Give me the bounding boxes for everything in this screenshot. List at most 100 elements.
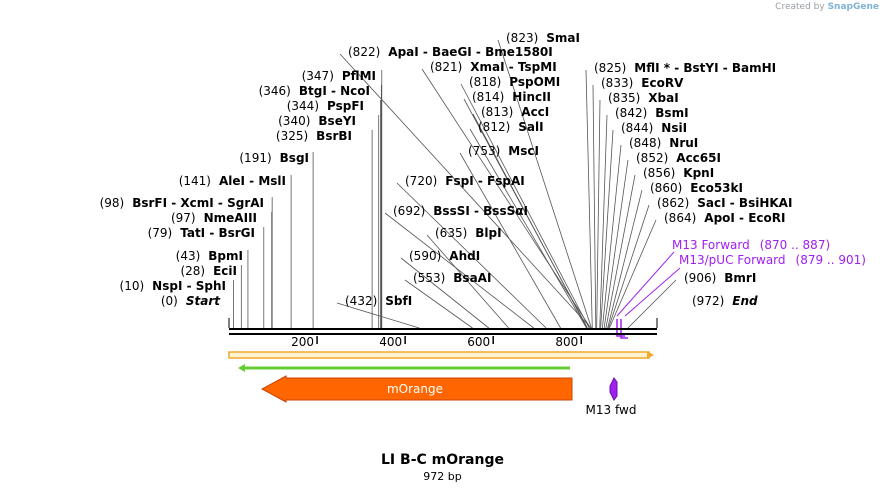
enzyme-name: NspI - SphI bbox=[152, 279, 226, 293]
enzyme-site-position: (590) bbox=[409, 249, 441, 263]
enzyme-name: NsiI bbox=[661, 121, 687, 135]
enzyme-label[interactable]: (344)PspFI bbox=[287, 99, 364, 113]
map-title: LI B-C mOrange bbox=[381, 452, 504, 468]
enzyme-site-position: (347) bbox=[302, 69, 334, 83]
enzyme-site-position: (692) bbox=[393, 204, 425, 218]
enzyme-name: BsrFI - XcmI - SgrAI bbox=[132, 196, 264, 210]
enzyme-line bbox=[609, 219, 657, 329]
enzyme-label[interactable]: (906)BmrI bbox=[684, 271, 756, 285]
enzyme-label[interactable]: (825)MflI * - BstYI - BamHI bbox=[594, 61, 776, 75]
enzyme-line bbox=[404, 279, 473, 329]
enzyme-label[interactable]: (813)AccI bbox=[481, 105, 549, 119]
enzyme-site-position: (79) bbox=[148, 226, 173, 240]
morange-label: mOrange bbox=[387, 382, 443, 396]
primer-marker[interactable] bbox=[620, 319, 628, 339]
enzyme-site-position: (848) bbox=[629, 136, 661, 150]
enzyme-label[interactable]: (98)BsrFI - XcmI - SgrAI bbox=[100, 196, 264, 210]
m13-fwd-marker[interactable] bbox=[609, 377, 618, 401]
enzyme-label[interactable]: (720)FspI - FspAI bbox=[405, 174, 525, 188]
enzyme-label[interactable]: (0)Start bbox=[161, 294, 221, 308]
enzyme-label[interactable]: (692) BssSI - BssSαI bbox=[393, 204, 528, 218]
enzyme-name: BtgI - NcoI bbox=[299, 84, 370, 98]
enzyme-label[interactable]: (590)AhdI bbox=[409, 249, 480, 263]
enzyme-name: NruI bbox=[669, 136, 698, 150]
ruler-tick-label: 400 bbox=[379, 335, 402, 349]
enzyme-label[interactable]: (812)SalI bbox=[478, 120, 544, 134]
enzyme-site-position: (814) bbox=[472, 90, 504, 104]
enzyme-label[interactable]: (141) AleI - MslI bbox=[179, 174, 286, 188]
credit: Created by SnapGene bbox=[775, 2, 879, 12]
snapgene-logo: SnapGene bbox=[827, 2, 879, 12]
enzyme-label[interactable]: (553)BsaAI bbox=[413, 271, 491, 285]
feature-morange[interactable]: mOrange bbox=[260, 375, 573, 403]
enzyme-site-position: (344) bbox=[287, 99, 319, 113]
enzyme-label[interactable]: (635)BlpI bbox=[435, 226, 502, 240]
enzyme-label[interactable]: (432)SbfI bbox=[345, 294, 412, 308]
enzyme-label[interactable]: (28)EciI bbox=[180, 264, 237, 278]
enzyme-labels: (0)Start(10)NspI - SphI(28)EciI(43)BpmI(… bbox=[100, 31, 793, 308]
enzyme-label[interactable]: (860)Eco53kI bbox=[650, 181, 743, 195]
primer-label-m13-puc-forward[interactable]: M13/pUC Forward(879 .. 901) bbox=[679, 253, 866, 267]
enzyme-line bbox=[627, 279, 677, 329]
enzyme-name: BlpI bbox=[475, 226, 501, 240]
enzyme-name: XmaI - TspMI bbox=[470, 60, 556, 74]
enzyme-label[interactable]: (821)XmaI - TspMI bbox=[430, 60, 557, 74]
feature-m13-fwd[interactable]: M13 fwd bbox=[586, 377, 637, 417]
enzyme-label[interactable]: (864)ApoI - EcoRI bbox=[664, 211, 785, 225]
enzyme-line bbox=[602, 144, 622, 329]
enzyme-label[interactable]: (822)ApaI - BaeGI - Bme1580I bbox=[348, 45, 553, 59]
enzyme-label[interactable]: (856)KpnI bbox=[643, 166, 714, 180]
enzyme-label[interactable]: (346)BtgI - NcoI bbox=[259, 84, 370, 98]
enzyme-label[interactable]: (753)MscI bbox=[468, 144, 539, 158]
enzyme-line bbox=[596, 99, 601, 329]
enzyme-line bbox=[603, 159, 629, 329]
enzyme-label[interactable]: (844)NsiI bbox=[621, 121, 687, 135]
enzyme-label[interactable]: (818)PspOMI bbox=[469, 75, 560, 89]
enzyme-label[interactable]: (848) NruI bbox=[629, 136, 698, 150]
enzyme-name: SalI bbox=[518, 120, 543, 134]
enzyme-label[interactable]: (347)PflMI bbox=[302, 69, 376, 83]
enzyme-label[interactable]: (823)SmaI bbox=[506, 31, 580, 45]
enzyme-label[interactable]: (972)End bbox=[692, 294, 758, 308]
enzyme-line bbox=[400, 257, 490, 329]
primer-marker[interactable] bbox=[616, 319, 625, 337]
enzyme-line bbox=[460, 83, 590, 329]
enzyme-label[interactable]: (43)BpmI bbox=[176, 249, 243, 263]
enzyme-label[interactable]: (340)BseYI bbox=[278, 114, 356, 128]
enzyme-name: Start bbox=[186, 294, 221, 308]
enzyme-name: AleI - MslI bbox=[219, 174, 286, 188]
enzyme-site-position: (720) bbox=[405, 174, 437, 188]
orf-band[interactable] bbox=[228, 351, 654, 372]
enzyme-name: BssSI - BssSαI bbox=[433, 204, 528, 218]
enzyme-label[interactable]: (79) TatI - BsrGI bbox=[148, 226, 255, 240]
enzyme-label[interactable]: (833)EcoRV bbox=[601, 76, 684, 90]
enzyme-label[interactable]: (842)BsmI bbox=[615, 106, 689, 120]
enzyme-label[interactable]: (835)XbaI bbox=[608, 91, 679, 105]
enzyme-connector-lines bbox=[228, 39, 677, 329]
enzyme-name: BsaAI bbox=[453, 271, 491, 285]
primer-label-m13-forward[interactable]: M13 Forward(870 .. 887) bbox=[672, 238, 830, 252]
enzyme-name: PspOMI bbox=[509, 75, 560, 89]
enzyme-label[interactable]: (97)NmeAIII bbox=[171, 211, 257, 225]
enzyme-label[interactable]: (325)BsrBI bbox=[276, 129, 352, 143]
enzyme-label[interactable]: (814)HincII bbox=[472, 90, 551, 104]
dna-strands bbox=[229, 328, 657, 335]
enzyme-label[interactable]: (10) NspI - SphI bbox=[120, 279, 226, 293]
enzyme-label[interactable]: (852)Acc65I bbox=[636, 151, 721, 165]
enzyme-site-position: (833) bbox=[601, 76, 633, 90]
orf-green-arrowhead bbox=[238, 364, 245, 372]
enzyme-line bbox=[600, 129, 614, 329]
enzyme-name: MscI bbox=[508, 144, 539, 158]
enzyme-name: TatI - BsrGI bbox=[180, 226, 255, 240]
enzyme-line bbox=[497, 39, 592, 329]
enzyme-name: BsrBI bbox=[316, 129, 352, 143]
morange-arrow[interactable] bbox=[260, 375, 573, 403]
enzyme-label[interactable]: (862)SacI - BsiHKAI bbox=[657, 196, 792, 210]
enzyme-label[interactable]: (191)BsgI bbox=[239, 151, 309, 165]
enzyme-site-position: (10) bbox=[120, 279, 145, 293]
orf-rect[interactable] bbox=[228, 351, 650, 359]
enzyme-name: SacI - BsiHKAI bbox=[697, 196, 792, 210]
enzyme-name: XbaI bbox=[648, 91, 678, 105]
enzyme-site-position: (141) bbox=[179, 174, 211, 188]
ruler-tick-label: 800 bbox=[555, 335, 578, 349]
